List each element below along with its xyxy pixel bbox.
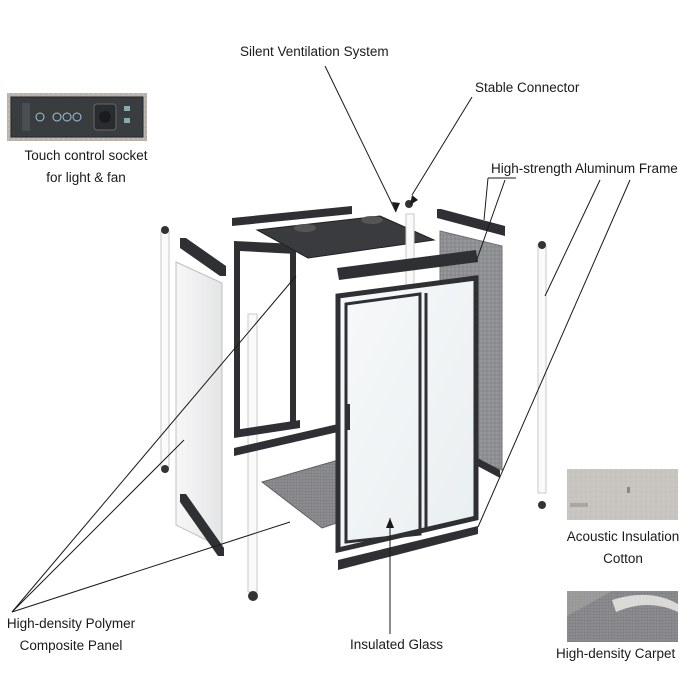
- left-post-front: [247, 313, 258, 601]
- label-acoustic-line2: Cotton: [603, 551, 643, 566]
- leader-connector: [411, 96, 473, 196]
- left-bottom-rail: [180, 494, 224, 556]
- acoustic-cotton-swatch: [567, 469, 678, 520]
- leader-frame-3: [477, 179, 631, 528]
- label-glass: Insulated Glass: [350, 637, 444, 652]
- touch-control-socket-icon: [7, 93, 147, 141]
- leader-lines: [11, 65, 631, 634]
- leader-panel-1: [11, 439, 185, 613]
- leader-frame-2: [544, 179, 601, 297]
- label-frame: High-strength Aluminum Frame: [491, 161, 678, 176]
- label-acoustic: Acoustic Insulation Cotton: [560, 526, 686, 570]
- glass-door: [335, 275, 479, 554]
- arrowheads: [386, 195, 418, 528]
- leader-panel-3: [11, 521, 291, 613]
- left-post-rear: [160, 226, 170, 473]
- front-top-rail: [337, 250, 478, 280]
- rear-frame: [234, 241, 338, 456]
- label-touch-control-line2: for light & fan: [46, 170, 126, 185]
- left-top-rail: [180, 238, 226, 276]
- label-connector: Stable Connector: [475, 80, 580, 95]
- label-touch-control-line1: Touch control socket: [24, 148, 148, 163]
- carpet-swatch: [567, 591, 678, 642]
- ceiling-panel: [232, 206, 436, 259]
- leader-panel-2: [11, 275, 297, 613]
- front-bottom-rail: [338, 526, 478, 570]
- label-panel-line2: Composite Panel: [19, 638, 123, 653]
- label-acoustic-line1: Acoustic Insulation: [566, 529, 680, 544]
- right-top-rail: [437, 209, 505, 236]
- label-carpet: High-density Carpet: [556, 646, 676, 661]
- label-ventilation: Silent Ventilation System: [240, 44, 389, 59]
- right-post: [537, 241, 547, 509]
- label-panel-line1: High-density Polymer: [6, 616, 136, 631]
- leader-frame-1: [475, 179, 506, 263]
- leader-ventilation: [324, 65, 397, 213]
- label-panel: High-density Polymer Composite Panel: [0, 613, 142, 657]
- label-touch-control: Touch control socket for light & fan: [6, 145, 166, 189]
